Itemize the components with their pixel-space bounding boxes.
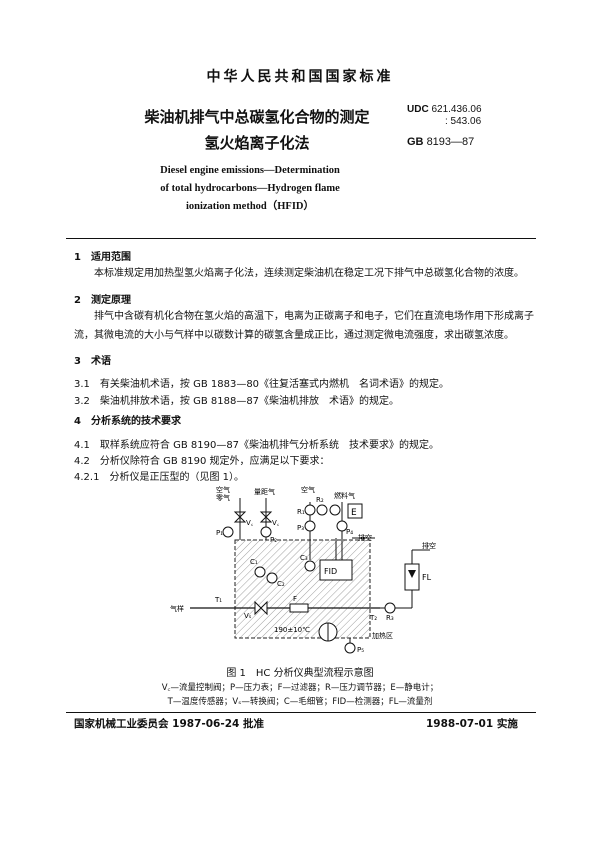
udc-code: UDC 621.436.06 : 543.06 — [407, 104, 482, 128]
label-temperature: 190±10℃ — [274, 626, 310, 634]
udc-label: UDC — [407, 104, 429, 115]
label-p1: P₁ — [216, 529, 223, 537]
udc-line2: : 543.06 — [445, 116, 482, 127]
gauge-p3 — [304, 520, 316, 532]
label-fid: FID — [324, 567, 337, 576]
filter-f — [289, 603, 309, 613]
heated-zone-box — [234, 539, 371, 639]
implementation-date: 1988-07-01 实施 — [426, 718, 518, 730]
english-title: Diesel engine emissions—Determination of… — [120, 162, 380, 216]
label-span-gas: 量距气 — [254, 487, 275, 496]
valve-vc-1 — [233, 511, 247, 523]
bottom-rule — [66, 712, 536, 713]
figure-caption: 图 1 HC 分析仪典型流程示意图 — [226, 668, 374, 679]
gauge-p5 — [344, 642, 356, 654]
label-e: E — [351, 508, 357, 518]
label-heated-zone: 加热区 — [372, 631, 393, 640]
label-air-zero: 空气 — [216, 485, 230, 494]
label-p2: P₂ — [270, 536, 277, 544]
label-vs: Vₛ — [244, 612, 252, 620]
approval-statement: 国家机械工业委员会 1987-06-24 批准 — [74, 718, 264, 730]
top-rule — [66, 238, 536, 239]
electrometer-box — [347, 503, 363, 519]
chinese-title-line1: 柴油机排气中总碳氢化合物的测定 — [144, 108, 370, 126]
regulator-r4 — [384, 602, 396, 614]
section-2-title: 2 测定原理 — [74, 295, 131, 306]
capillary-c1 — [254, 566, 266, 578]
label-p5: P₅ — [357, 646, 364, 654]
gauge-p4 — [336, 520, 348, 532]
gb-number-value: 8193—87 — [426, 136, 475, 148]
figure-legend-line1: V꜀—流量控制阀；P—压力表；F—过滤器；R—压力调节器；E—静电计； — [161, 683, 439, 693]
label-r3: R₃ — [386, 614, 394, 622]
label-exhaust-2: 排空 — [422, 541, 436, 550]
clause-4-2: 4.2 分析仪除符合 GB 8190 规定外，应满足以下要求： — [74, 456, 330, 467]
section-4-title: 4 分析系统的技术要求 — [74, 416, 181, 427]
label-r2: R₂ — [316, 496, 324, 504]
capillary-c2 — [266, 572, 278, 584]
label-exhaust-1: 排空 — [358, 533, 372, 542]
udc-line1: 621.436.06 — [431, 104, 482, 115]
label-air: 空气 — [301, 485, 315, 494]
label-r1: R₁ — [297, 508, 305, 516]
clause-3-2: 3.2 柴油机排放术语，按 GB 8188—87《柴油机排放 术语》的规定。 — [74, 396, 400, 407]
label-fuel-gas: 燃料气 — [334, 491, 355, 500]
label-fl: FL — [422, 573, 432, 582]
national-standard-heading: 中华人民共和国国家标准 — [206, 69, 394, 85]
clause-4-1: 4.1 取样系统应符合 GB 8190—87《柴油机排气分析系统 技术要求》的规… — [74, 440, 440, 451]
regulator-r1 — [304, 504, 316, 516]
clause-4-2-1: 4.2.1 分析仪是正压型的（见图 1）。 — [74, 472, 244, 483]
chinese-title-line2: 氢火焰离子化法 — [204, 134, 310, 152]
gauge-p1 — [222, 526, 234, 538]
section-1-text: 本标准规定用加热型氢火焰离子化法，连续测定柴油机在稳定工况下排气中总碳氢化合物的… — [94, 268, 524, 279]
figure-legend-line2: T—温度传感器；Vₛ—转换阀；C—毛细管；FID—检测器；FL—流量剂 — [167, 697, 433, 707]
english-title-line1: Diesel engine emissions—Determination — [160, 165, 340, 176]
label-vc-1: V꜀ — [246, 519, 254, 527]
capillary-c3 — [304, 560, 316, 572]
label-zero-gas: 零气 — [216, 493, 230, 502]
label-t1: T₁ — [214, 596, 222, 604]
english-title-line2: of total hydrocarbons—Hydrogen flame — [160, 183, 340, 194]
label-p3: P₃ — [297, 524, 304, 532]
section-3-title: 3 术语 — [74, 356, 111, 367]
english-title-line3: ionization method（HFID） — [185, 201, 315, 212]
regulator-r2 — [316, 504, 328, 516]
regulator-r3 — [329, 504, 341, 516]
label-c2: C₂ — [277, 580, 285, 588]
gb-label: GB — [407, 136, 424, 148]
label-t2: T₂ — [369, 614, 377, 622]
label-vc-2: V꜀ — [272, 519, 280, 527]
gauge-p2 — [260, 526, 272, 538]
hc-analyzer-flow-diagram: E FID 空气 零气 量距气 空气 燃料气 排空 排空 FL 气样 T₁ T₂… — [170, 485, 436, 654]
gb-number: GB 8193—87 — [407, 136, 474, 148]
clause-3-1: 3.1 有关柴油机术语，按 GB 1883—80《往复活塞式内燃机 名词术语》的… — [74, 379, 450, 390]
switch-valve-vs — [254, 600, 268, 616]
section-1-title: 1 适用范围 — [74, 252, 131, 263]
valve-vc-2 — [259, 511, 273, 523]
label-p4: P₄ — [346, 528, 353, 536]
label-c1: C₁ — [250, 558, 258, 566]
chinese-title: 柴油机排气中总碳氢化合物的测定 氢火焰离子化法 — [112, 104, 402, 156]
label-c3: C₃ — [300, 554, 308, 562]
label-f: F — [293, 595, 297, 603]
section-2-text: 排气中含碳有机化合物在氢火焰的高温下，电离为正碳离子和电子，它们在直流电场作用下… — [74, 311, 534, 341]
label-gas-sample: 气样 — [170, 604, 184, 613]
